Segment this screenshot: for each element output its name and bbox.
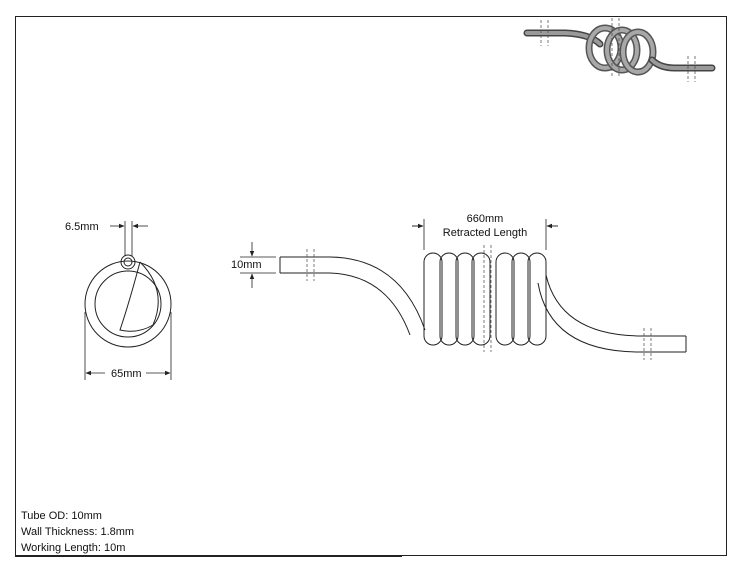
drawing-frame (15, 16, 727, 556)
end-view (84, 221, 172, 380)
left-tube-bottom-edge (280, 272, 411, 336)
coil-inner-circle (94, 270, 162, 338)
side-view (240, 219, 687, 360)
tube-od-label: 10mm (231, 259, 262, 271)
wall-dimension (110, 221, 148, 256)
outer-diameter-dimension (84, 312, 172, 380)
coil-loops (423, 252, 547, 346)
spec-working-length: Working Length: 10m (21, 542, 126, 554)
iso-tube (523, 24, 716, 76)
isometric-preview (523, 18, 716, 82)
tube-end-outer (120, 254, 136, 270)
tube-end-inner (123, 257, 133, 267)
coil-crossover (119, 261, 159, 332)
length-value-label: 660mm (467, 213, 504, 225)
spec-wall-thickness: Wall Thickness: 1.8mm (21, 526, 135, 538)
right-tube-top-edge (545, 274, 686, 337)
wall-dimension-label: 6.5mm (65, 221, 99, 233)
side-break-lines (306, 245, 652, 360)
retracted-length-dimension (412, 219, 558, 250)
outer-diameter-label: 65mm (111, 368, 142, 380)
tube-od-dimension (240, 242, 276, 288)
right-tube-bottom-edge (537, 282, 686, 353)
spec-tube-od: Tube OD: 10mm (21, 510, 102, 522)
specifications-block: Tube OD: 10mm Wall Thickness: 1.8mm Work… (21, 508, 134, 556)
coil-outer-circle (84, 260, 172, 348)
left-tube-top-edge (280, 256, 426, 331)
frame-bottom-rule (15, 556, 402, 557)
length-description-label: Retracted Length (443, 227, 527, 239)
iso-break-lines (540, 18, 696, 82)
